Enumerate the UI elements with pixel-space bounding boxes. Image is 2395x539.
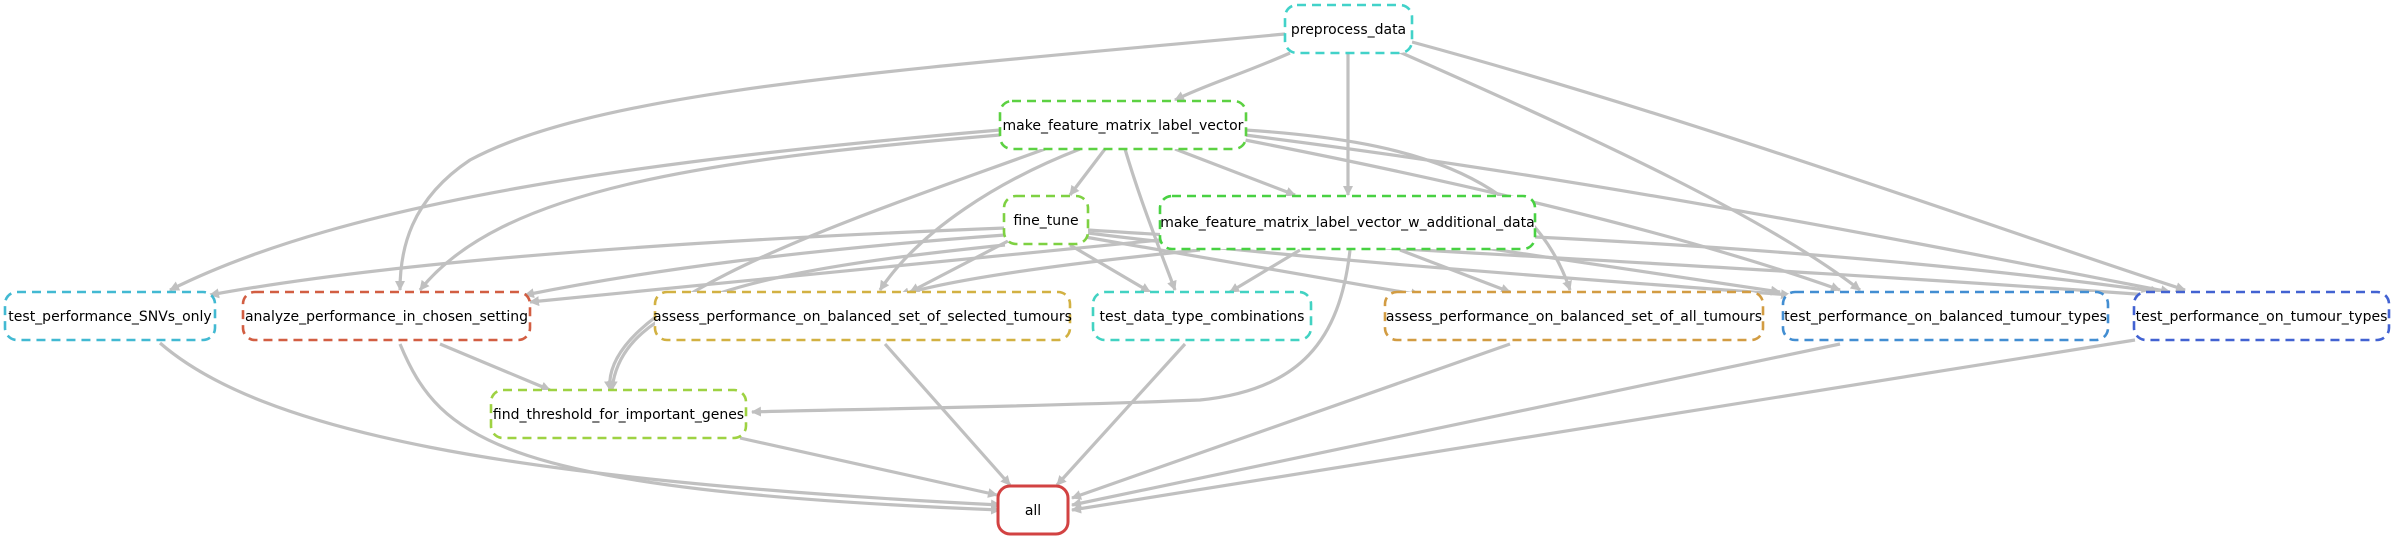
- edge-balanced-types-to-all: [1071, 342, 1841, 509]
- edge-analyze-to-all: [398, 343, 1001, 515]
- node-label: find_threshold_for_important_genes: [493, 407, 744, 423]
- edge-tumour-types-to-all: [1071, 338, 2136, 514]
- node-fine-tune[interactable]: fine_tune: [1002, 194, 1090, 246]
- node-all[interactable]: all: [996, 484, 1070, 536]
- node-label: assess_performance_on_balanced_set_of_al…: [1386, 309, 1762, 325]
- node-analyze-performance-in-chosen-setting[interactable]: analyze_performance_in_chosen_setting: [241, 290, 532, 342]
- edge-all-tumours-to-all: [1071, 342, 1511, 500]
- node-label: preprocess_data: [1291, 22, 1406, 38]
- edge-analyze-to-find-threshold: [439, 342, 551, 392]
- edge-make-feature-matrix-to-snvs-only: [169, 128, 1001, 292]
- node-assess-performance-on-balanced-set-of-all-tumours[interactable]: assess_performance_on_balanced_set_of_al…: [1383, 290, 1765, 342]
- node-test-data-type-combinations[interactable]: test_data_type_combinations: [1091, 290, 1313, 342]
- edge-fine-tune-to-analyze: [524, 233, 1006, 299]
- node-test-performance-snvs-only[interactable]: test_performance_SNVs_only: [3, 290, 217, 342]
- edge-make-feature-matrix-to-tumour-types: [1244, 133, 2171, 296]
- node-label: fine_tune: [1013, 213, 1078, 229]
- edge-w-additional-to-find-threshold: [751, 249, 1352, 417]
- node-test-performance-on-balanced-tumour-types[interactable]: test_performance_on_balanced_tumour_type…: [1781, 290, 2110, 342]
- edge-preprocess-to-make-feature-matrix: [1174, 51, 1291, 102]
- edge-selected-tumours-to-all: [883, 342, 1012, 487]
- edge-fine-tune-to-snvs-only: [209, 226, 1006, 299]
- node-test-performance-on-tumour-types[interactable]: test_performance_on_tumour_types: [2132, 290, 2391, 342]
- edge-make-feature-matrix-to-selected-tumours: [878, 147, 1081, 291]
- edge-data-type-to-all: [1055, 342, 1187, 487]
- edge-w-additional-to-data-type: [1229, 248, 1301, 294]
- edge-w-additional-to-balanced-types: [1464, 243, 1781, 296]
- nodes: preprocess_data make_feature_matrix_labe…: [3, 3, 2391, 536]
- node-label: test_data_type_combinations: [1100, 309, 1305, 325]
- node-label: assess_performance_on_balanced_set_of_se…: [653, 309, 1072, 325]
- node-assess-performance-on-balanced-set-of-selected-tumours[interactable]: assess_performance_on_balanced_set_of_se…: [653, 290, 1072, 342]
- edge-w-additional-to-all-tumours: [1399, 248, 1511, 294]
- node-find-threshold-for-important-genes[interactable]: find_threshold_for_important_genes: [489, 388, 748, 440]
- edge-snvs-only-to-all: [158, 341, 1001, 510]
- edge-make-feature-matrix-to-data-type: [1123, 148, 1177, 291]
- edges: [158, 32, 2186, 515]
- edge-find-threshold-to-all: [739, 436, 998, 498]
- node-label: test_performance_on_balanced_tumour_type…: [1784, 309, 2107, 325]
- edge-make-feature-matrix-to-w-additional: [1174, 147, 1296, 197]
- node-make-feature-matrix-label-vector[interactable]: make_feature_matrix_label_vector: [998, 99, 1248, 151]
- node-preprocess-data[interactable]: preprocess_data: [1283, 3, 1414, 55]
- edge-fine-tune-to-data-type: [1069, 243, 1151, 294]
- node-make-feature-matrix-label-vector-w-additional-data[interactable]: make_feature_matrix_label_vector_w_addit…: [1158, 194, 1537, 251]
- edge-w-additional-to-selected-tumours: [899, 248, 1201, 298]
- node-label: test_performance_on_tumour_types: [2136, 309, 2388, 325]
- edge-preprocess-to-balanced-tumour-types: [1394, 48, 1861, 292]
- node-label: test_performance_SNVs_only: [8, 309, 211, 325]
- edge-w-additional-to-tumour-types: [1534, 235, 2161, 296]
- edge-make-feature-matrix-to-balanced-types: [1244, 138, 1841, 292]
- edge-w-additional-to-analyze: [529, 238, 1161, 307]
- node-label: make_feature_matrix_label_vector_w_addit…: [1160, 215, 1534, 231]
- edge-preprocess-to-analyze-performance: [395, 32, 1286, 291]
- node-label: all: [1025, 503, 1041, 519]
- edge-preprocess-to-tumour-types: [1411, 40, 2186, 292]
- node-label: analyze_performance_in_chosen_setting: [245, 309, 528, 325]
- node-label: make_feature_matrix_label_vector: [1003, 118, 1244, 134]
- edge-fine-tune-to-all-tumours: [1084, 235, 1421, 299]
- edge-make-feature-matrix-to-fine-tune: [1068, 148, 1107, 196]
- edge-make-feature-matrix-to-find-threshold: [604, 147, 1046, 391]
- edge-make-feature-matrix-to-all-tumours: [1244, 128, 1572, 291]
- edge-fine-tune-to-selected-tumours: [909, 238, 1011, 294]
- edge-make-feature-matrix-to-analyze: [418, 133, 1001, 292]
